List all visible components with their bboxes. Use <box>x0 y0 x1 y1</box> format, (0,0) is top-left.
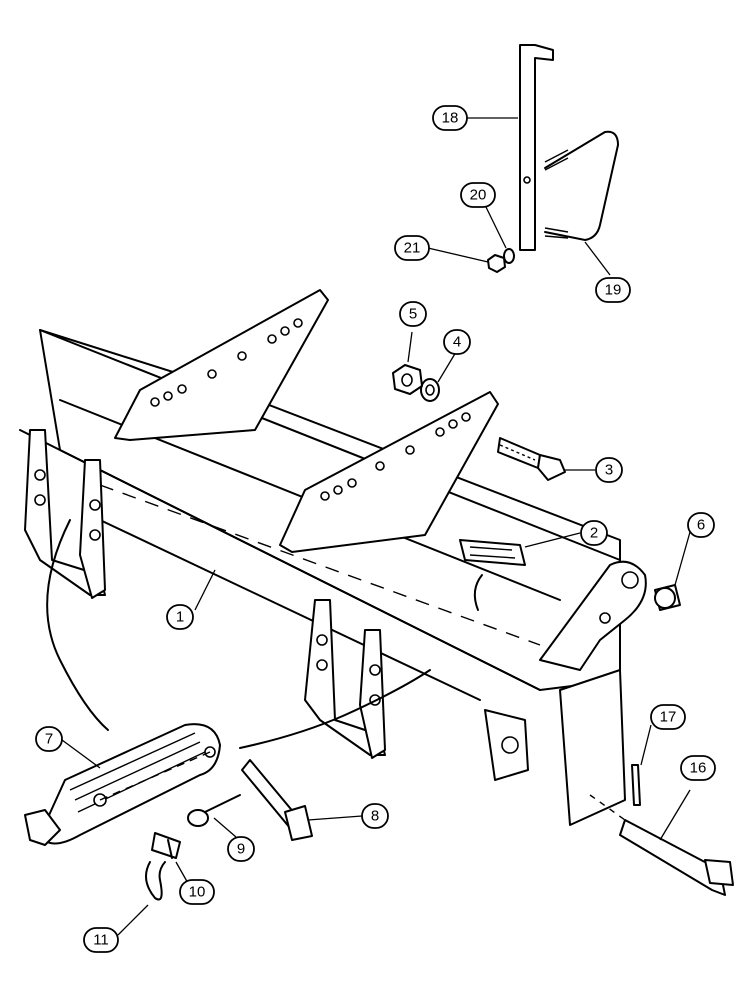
retaining-ring <box>187 794 241 827</box>
hex-nut <box>392 364 423 395</box>
hair-pin-clip <box>145 861 166 901</box>
svg-text:18: 18 <box>442 110 459 127</box>
svg-text:1: 1 <box>176 609 184 626</box>
hose-support-bracket <box>519 44 554 251</box>
callout-19: 19 <box>595 277 631 303</box>
bushing <box>654 584 681 611</box>
svg-text:9: 9 <box>237 841 245 858</box>
svg-text:16: 16 <box>690 760 707 777</box>
rear-mount-plate-right <box>279 391 499 553</box>
decal <box>459 539 526 611</box>
svg-text:20: 20 <box>470 187 487 204</box>
svg-text:19: 19 <box>605 282 622 299</box>
svg-text:2: 2 <box>590 525 598 542</box>
callout-8: 8 <box>361 803 389 829</box>
svg-text:5: 5 <box>409 306 417 323</box>
bolt <box>497 437 566 481</box>
callout-20: 20 <box>460 182 496 208</box>
svg-text:8: 8 <box>371 808 379 825</box>
svg-text:7: 7 <box>45 731 53 748</box>
svg-text:10: 10 <box>189 884 206 901</box>
front-clevis-left <box>24 429 106 599</box>
callout-5: 5 <box>399 301 427 327</box>
callout-18: 18 <box>432 105 468 131</box>
callout-3: 3 <box>595 457 623 483</box>
svg-text:21: 21 <box>404 240 421 257</box>
latch-pin <box>151 832 181 859</box>
callout-17: 17 <box>650 704 686 730</box>
jack-pin <box>619 819 734 896</box>
hitch-pin <box>241 759 313 841</box>
callout-6: 6 <box>687 512 715 538</box>
hydraulic-hose-right <box>239 669 431 749</box>
roll-pin <box>631 764 641 806</box>
hidden-center-line <box>99 484 541 646</box>
callout-9: 9 <box>227 836 255 862</box>
hydraulic-hose-left <box>46 519 109 731</box>
u-bolt <box>544 130 620 242</box>
rear-mount-plate-left <box>114 289 329 441</box>
callout-10: 10 <box>179 879 215 905</box>
callout-11: 11 <box>83 927 119 953</box>
callout-16: 16 <box>680 755 716 781</box>
svg-text:3: 3 <box>605 462 613 479</box>
middle-clevis <box>304 599 386 759</box>
callout-21: 21 <box>394 235 430 261</box>
drawbar-frame <box>19 329 647 826</box>
lock-washer <box>420 378 440 402</box>
assembly-axis-line <box>99 751 211 801</box>
callout-7: 7 <box>35 726 63 752</box>
svg-text:11: 11 <box>93 932 109 949</box>
svg-text:6: 6 <box>697 517 705 534</box>
callout-2: 2 <box>580 520 608 546</box>
callout-4: 4 <box>443 329 471 355</box>
svg-text:17: 17 <box>660 709 677 726</box>
hitch-clevis-assembly <box>24 723 221 846</box>
flat-washer <box>503 248 515 264</box>
hex-nut-small <box>487 254 506 273</box>
svg-text:4: 4 <box>453 334 461 351</box>
callout-1: 1 <box>166 604 194 630</box>
